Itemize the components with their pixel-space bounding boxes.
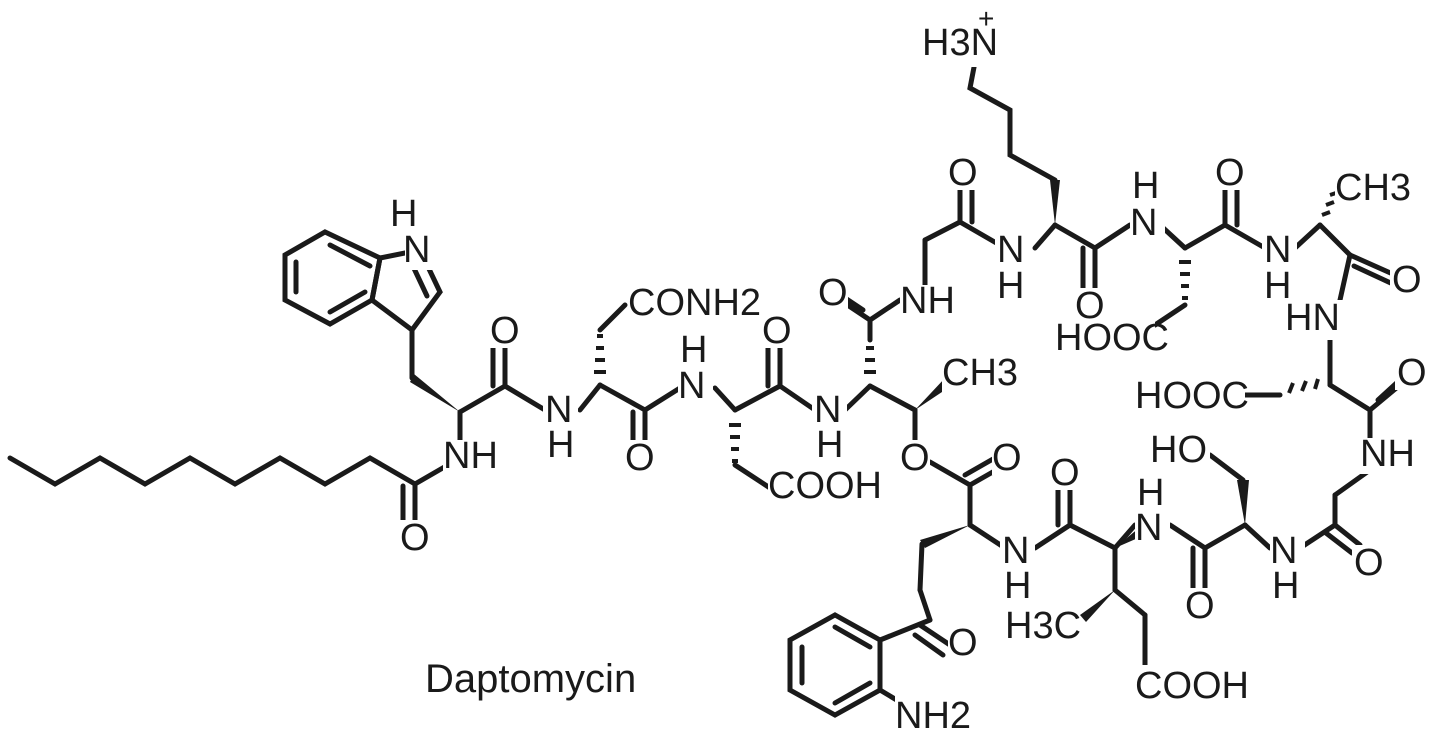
ester-o: O (900, 437, 930, 479)
h3n-label: H3N (922, 22, 998, 64)
asparagine-residue (577, 302, 683, 443)
asn-n-label: N (545, 389, 572, 431)
asp-n-label: N (678, 365, 705, 407)
asp2-hooc-label: HOOC (1055, 317, 1169, 359)
asp-cooh-label: COOH (768, 465, 882, 507)
kyn-h-label: H (1004, 565, 1031, 607)
plus-label: + (978, 3, 994, 34)
thr-n-label: N (814, 389, 841, 431)
asp2-h-label: H (1132, 165, 1159, 207)
nh2-label: NH2 (895, 695, 971, 737)
ala-carbonyl-o: O (1392, 259, 1422, 301)
serine-residue (1167, 452, 1373, 593)
gly-nh-label: NH (900, 280, 955, 322)
gly2-carbonyl-o: O (1354, 542, 1384, 584)
ala-n-label: N (1264, 229, 1291, 271)
ser-n-label: N (1270, 530, 1297, 572)
orn-h-label: H (997, 265, 1024, 307)
gly-carbonyl-o: O (948, 152, 978, 194)
ester-carbonyl-o: O (992, 437, 1022, 479)
indole-h-label: H (390, 193, 417, 235)
orn-n-label: N (997, 229, 1024, 271)
acyl-carbonyl-o: O (400, 517, 430, 559)
kyn-ketone-o: O (948, 622, 978, 664)
kynurenine-residue (787, 452, 1008, 718)
atom-labels: H3N + H N CONH2 O O O O O O O O O O O O … (390, 3, 1427, 740)
asp3-carbonyl-o: O (1397, 352, 1427, 394)
thr-ch3-label: CH3 (942, 352, 1018, 394)
trp-carbonyl-o: O (490, 310, 520, 352)
dser-h-label: H (1137, 472, 1164, 514)
dser-n-label: N (1135, 507, 1162, 549)
aspartate-residue-3 (1242, 337, 1405, 443)
aspartate-residue-1 (712, 342, 818, 491)
asp-h-label: H (680, 329, 707, 371)
ala-ch3-label: CH3 (1335, 167, 1411, 209)
asp3-hooc-label: HOOC (1135, 375, 1249, 417)
thr-h-label: H (816, 424, 843, 466)
ser-ho-label: HO (1150, 429, 1207, 471)
asp-carbonyl-o: O (762, 310, 792, 352)
gly2-nh-label: NH (1360, 433, 1415, 475)
mglu-cooh-label: COOH (1135, 665, 1249, 707)
alanine-residue (1292, 191, 1398, 303)
aspartate-residue-2 (1152, 182, 1268, 328)
ser-h-label: H (1272, 565, 1299, 607)
fatty-acyl-chain (7, 455, 463, 531)
asn-h-label: H (547, 424, 574, 466)
ser-carbonyl-o: O (1185, 585, 1215, 627)
trp-nh-label: NH (443, 435, 498, 477)
indole-n-label: N (403, 229, 430, 271)
mglu-carbonyl-o: O (1050, 452, 1080, 494)
kyn-n-label: N (1002, 530, 1029, 572)
asp3-hn-label: HN (1285, 297, 1340, 339)
asp2-carbonyl-o: O (1215, 152, 1245, 194)
tryptophan-residue (282, 229, 548, 461)
molecule-caption: Daptomycin (425, 657, 636, 701)
mglu-h3c-label: H3C (1005, 605, 1081, 647)
conh2-label: CONH2 (628, 282, 761, 324)
thr-carbonyl-o: O (818, 272, 848, 314)
asp2-n-label: N (1130, 202, 1157, 244)
asn-carbonyl-o: O (625, 437, 655, 479)
